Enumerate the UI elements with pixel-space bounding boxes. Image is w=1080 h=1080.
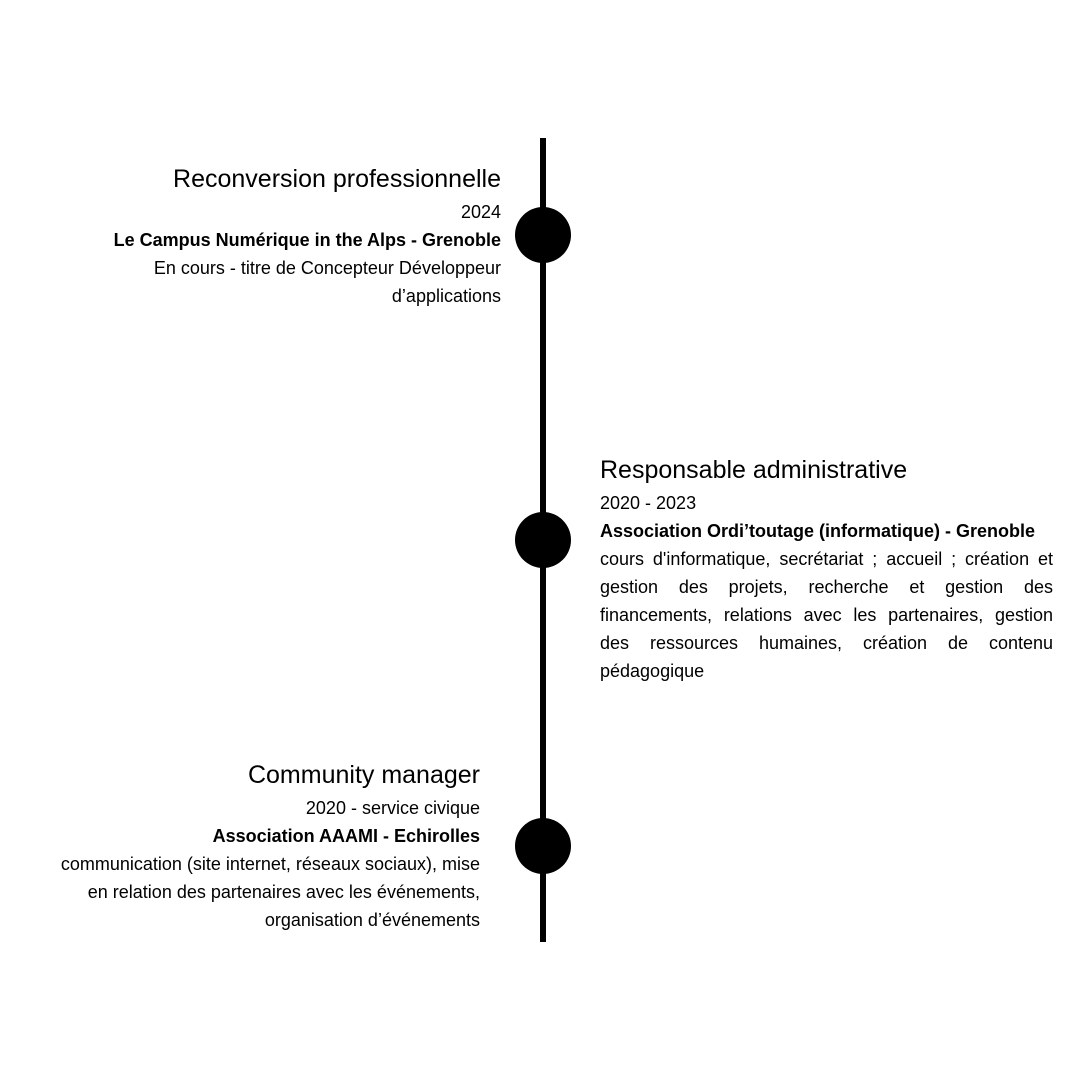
entry-description-line: organisation d’événements — [264, 910, 480, 930]
entry-description-line: communication (site internet, réseaux so… — [60, 854, 480, 874]
entry-description-line: En cours - titre de Concepteur Développe… — [153, 258, 501, 278]
entry-description-line: en relation des partenaires avec les évé… — [87, 882, 480, 902]
entry-description-line: d’applications — [391, 286, 501, 306]
entry-title: Responsable administrative — [600, 456, 908, 484]
timeline-entry-responsable: Responsable administrative 2020 - 2023 A… — [600, 453, 1053, 685]
timeline-marker — [515, 818, 571, 874]
timeline-entry-community: Community manager 2020 - service civique… — [30, 758, 480, 934]
entry-description: cours d'informatique, secrétariat ; accu… — [600, 549, 1053, 681]
timeline-entry-reconversion: Reconversion professionnelle 2024 Le Cam… — [31, 162, 501, 310]
timeline-marker — [515, 207, 571, 263]
entry-title: Reconversion professionnelle — [173, 165, 501, 193]
entry-organization: Le Campus Numérique in the Alps - Grenob… — [113, 230, 501, 250]
entry-title: Community manager — [247, 761, 480, 789]
entry-organization: Association Ordi’toutage (informatique) … — [600, 521, 1036, 541]
entry-organization: Association AAAMI - Echirolles — [212, 826, 480, 846]
entry-date: 2024 — [460, 202, 501, 222]
timeline-marker — [515, 512, 571, 568]
entry-date: 2020 - 2023 — [600, 493, 697, 513]
entry-date: 2020 - service civique — [305, 798, 480, 818]
